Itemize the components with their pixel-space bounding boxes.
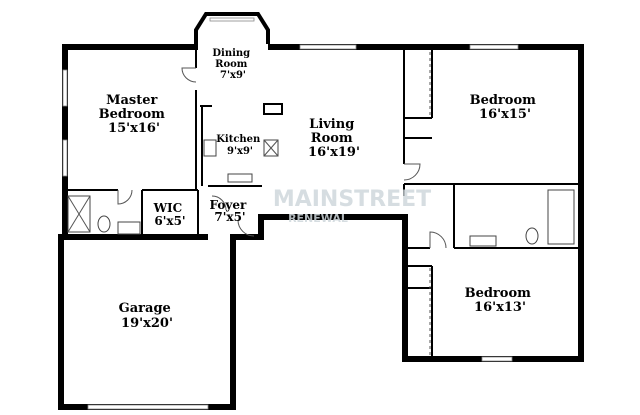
fixtures [67, 139, 575, 247]
dining-room-label: Dining Room 7'x9' [212, 48, 253, 81]
foyer-label: Foyer 7'x5' [210, 198, 251, 224]
watermark-sub: RENEWAL [288, 212, 348, 225]
doors [117, 52, 447, 356]
interior-walls [66, 48, 582, 358]
bedroom-east-label: Bedroom 16'x15' [470, 93, 541, 122]
watermark-brand: MAINSTREET [273, 187, 431, 212]
windows [62, 17, 519, 410]
bedroom-southeast-label: Bedroom 16'x13' [465, 286, 536, 315]
living-room-label: Living Room 16'x19' [308, 117, 360, 160]
master-bedroom-label: Master Bedroom 15'x16' [99, 93, 170, 136]
wic-label: WIC 6'x5' [153, 201, 187, 228]
watermark: MAINSTREET RENEWAL [273, 187, 431, 225]
kitchen-label: Kitchen 9'x9' [216, 134, 264, 157]
garage-label: Garage 19'x20' [119, 301, 176, 331]
room-labels: Master Bedroom 15'x16' Dining Room 7'x9'… [99, 48, 541, 331]
